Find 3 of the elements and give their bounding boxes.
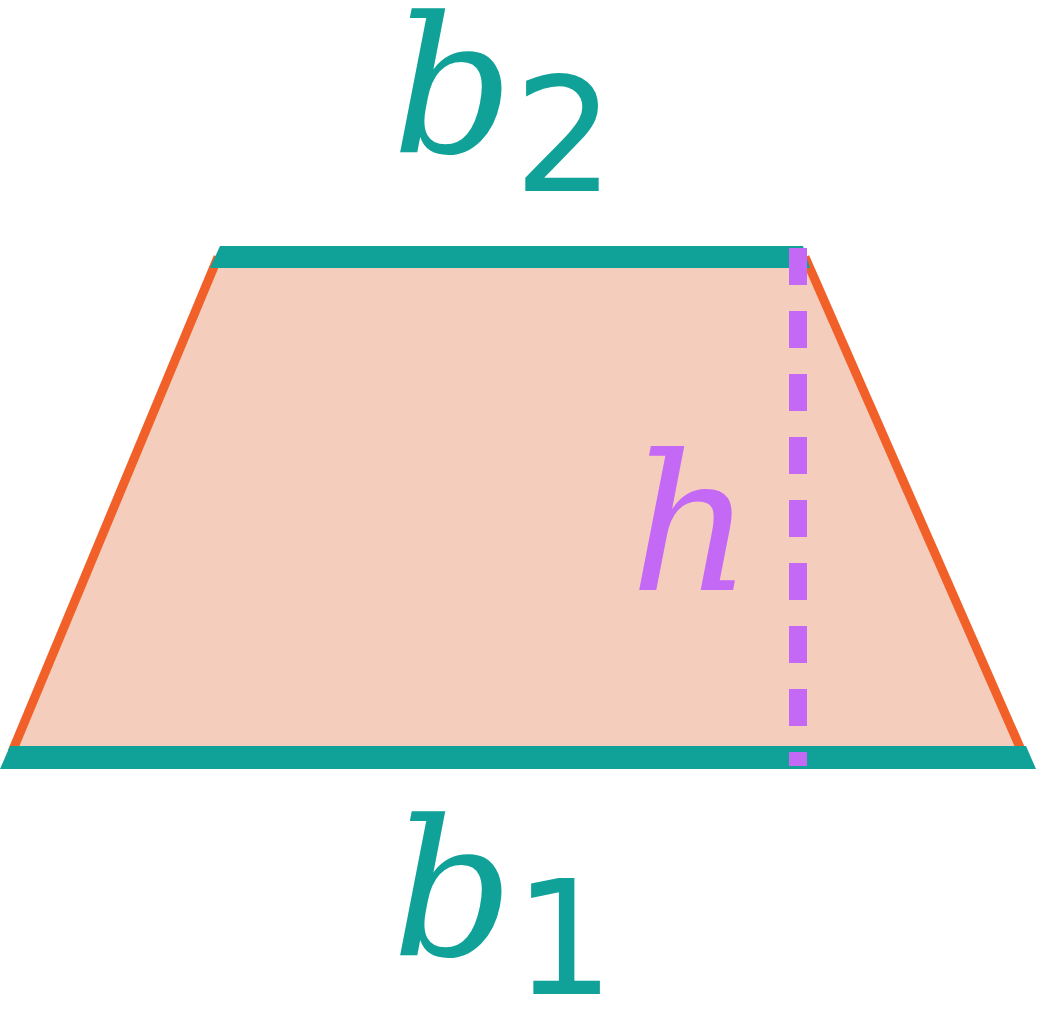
base-label: b$_{2}$: [392, 0, 615, 216]
base-label: b$_{1}$: [392, 795, 615, 1019]
height-label: h: [630, 430, 753, 620]
